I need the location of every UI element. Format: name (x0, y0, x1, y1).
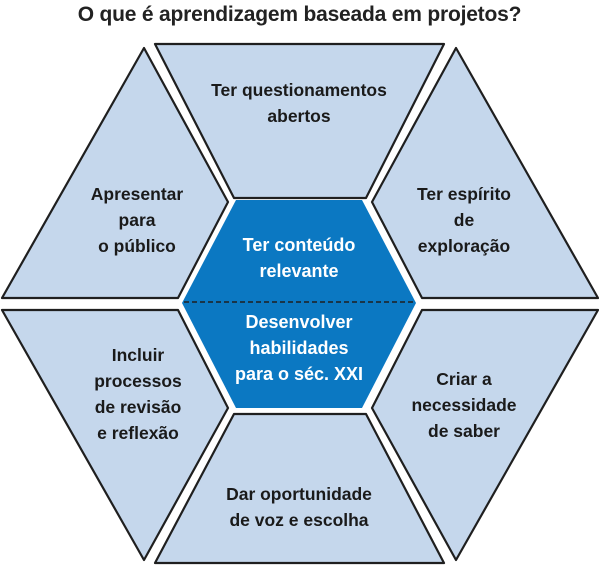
segment-upper-left-line-1: Apresentar (91, 184, 184, 204)
segment-upper-right-line-2: de (454, 210, 475, 230)
segment-top-label: Ter questionamentos abertos (211, 80, 387, 126)
segment-bottom-line-1: Dar oportunidade (226, 484, 372, 504)
center-top-label: Ter conteúdo relevante (243, 235, 356, 281)
segment-upper-right-shape (370, 46, 599, 300)
center-bottom-label: Desenvolver habilidades para o séc. XXI (235, 312, 363, 384)
segment-upper-right: Ter espírito de exploração (370, 46, 599, 300)
segment-top-line-2: abertos (267, 106, 330, 126)
segment-lower-left: Incluir processos de revisão e reflexão (0, 308, 230, 562)
segment-top-shape (153, 42, 446, 200)
segment-upper-left: Apresentar para o público (0, 46, 230, 300)
segment-lower-left-line-3: de revisão (95, 397, 182, 417)
segment-lower-right: Criar a necessidade de saber (370, 308, 599, 562)
segment-top: Ter questionamentos abertos (153, 42, 446, 200)
segment-lower-left-line-1: Incluir (112, 345, 165, 365)
segment-upper-right-label: Ter espírito de exploração (417, 184, 511, 256)
center-hexagon-shape (182, 200, 416, 408)
segment-bottom-label: Dar oportunidade de voz e escolha (226, 484, 372, 530)
segment-lower-right-label: Criar a necessidade de saber (411, 369, 516, 441)
segment-bottom-shape (153, 412, 446, 565)
segment-lower-left-line-2: processos (94, 371, 182, 391)
center-bottom-lines-line-1: Desenvolver (245, 312, 352, 332)
segment-bottom-line-2: de voz e escolha (229, 510, 368, 530)
diagram-title: O que é aprendizagem baseada em projetos… (77, 3, 522, 26)
segment-lower-left-label: Incluir processos de revisão e reflexão (94, 345, 182, 443)
segment-lower-right-shape (370, 308, 599, 562)
segment-lower-right-line-1: Criar a (436, 369, 492, 389)
center-hexagon: Ter conteúdo relevante Desenvolver habilid… (182, 200, 416, 408)
center-bottom-lines-line-2: habilidades (249, 338, 348, 358)
segment-lower-left-line-4: e reflexão (97, 423, 179, 443)
segment-upper-left-label: Apresentar para o público (91, 184, 184, 256)
center-top-lines-line-1: Ter conteúdo (243, 235, 356, 255)
segment-upper-left-shape (0, 46, 230, 300)
segment-upper-right-line-3: exploração (418, 236, 510, 256)
segment-upper-right-line-1: Ter espírito (417, 184, 511, 204)
segment-upper-left-line-3: o público (98, 236, 176, 256)
segment-lower-left-shape (0, 308, 230, 562)
center-top-lines-line-2: relevante (259, 261, 338, 281)
center-bottom-lines-line-3: para o séc. XXI (235, 364, 363, 384)
segment-lower-right-line-2: necessidade (411, 395, 516, 415)
segment-lower-right-line-3: de saber (428, 421, 500, 441)
segment-top-line-1: Ter questionamentos (211, 80, 387, 100)
segment-bottom: Dar oportunidade de voz e escolha (153, 412, 446, 565)
segment-upper-left-line-2: para (119, 210, 156, 230)
